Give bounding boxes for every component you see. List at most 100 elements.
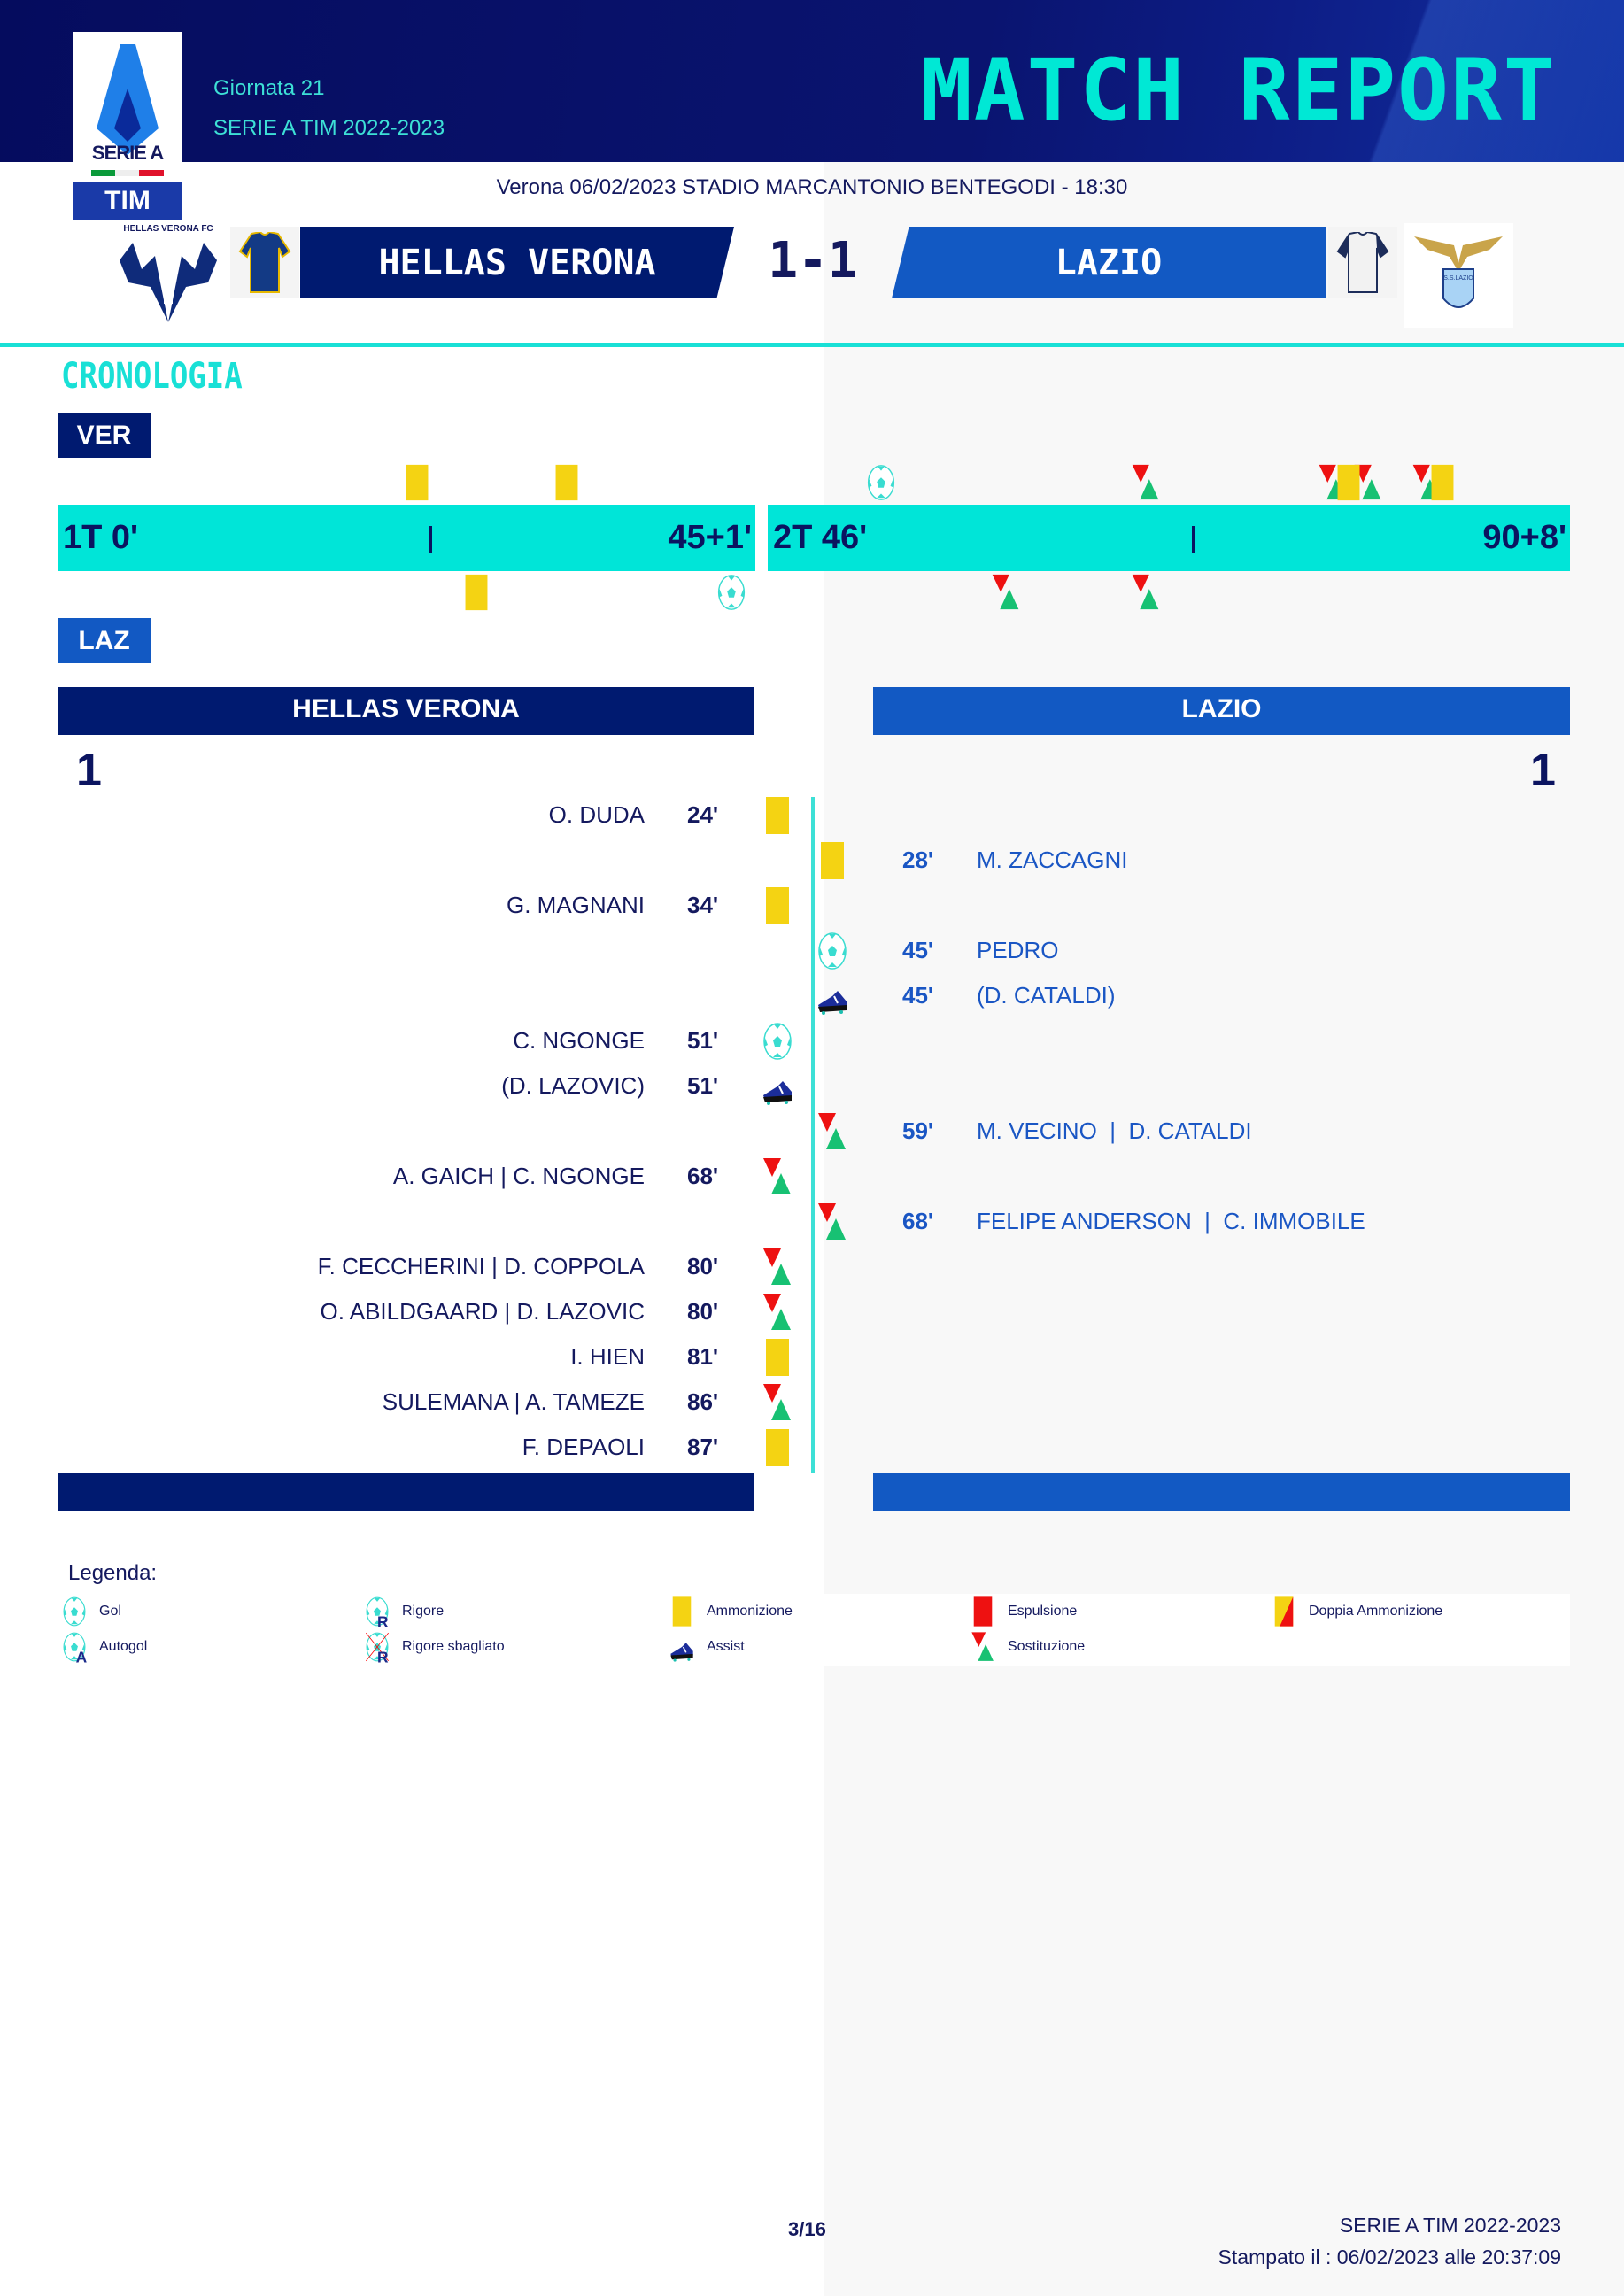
timeline-yellow-card-icon (1331, 462, 1366, 507)
second-half-start-label: 2T 46' (773, 519, 868, 556)
event-player: O. ABILDGAARD | D. LAZOVIC (320, 1298, 645, 1325)
timeline-yellow-card-icon (1425, 462, 1460, 507)
round-label: Giornata 21 (213, 76, 325, 100)
substitution-icon (815, 1201, 850, 1243)
yellow-card-icon (815, 839, 850, 882)
away-goals: 1 (1530, 745, 1556, 796)
red-card-icon (967, 1595, 999, 1628)
home-events-header: HELLAS VERONA (58, 687, 754, 735)
season-label: SERIE A TIM 2022-2023 (213, 116, 445, 140)
legend-item-own-goal: A Autogol (58, 1630, 148, 1666)
legend-label: Assist (707, 1639, 745, 1654)
event-minute: 80' (687, 1298, 719, 1325)
event-minute: 45' (902, 982, 934, 1009)
event-player: (D. LAZOVIC) (501, 1072, 645, 1099)
event-player: A. GAICH | C. NGONGE (392, 1163, 645, 1189)
substitution-icon (760, 1291, 795, 1334)
footer-season: SERIE A TIM 2022-2023 (1339, 2214, 1561, 2237)
home-event-row: A. GAICH | C. NGONGE 68' (0, 1154, 1624, 1199)
substitution-icon (760, 1381, 795, 1424)
event-player: M. VECINO | D. CATALDI (977, 1117, 1252, 1144)
timeline-first-half: 1T 0' 45+1' (58, 505, 755, 571)
home-event-row: F. DEPAOLI 87' (0, 1425, 1624, 1470)
home-team-banner: HELLAS VERONA (300, 227, 734, 298)
match-venue-info: Verona 06/02/2023 STADIO MARCANTONIO BEN… (496, 175, 1128, 199)
section-divider (0, 343, 1624, 347)
home-team-name: HELLAS VERONA (378, 242, 656, 283)
legend-item-sub: Sostituzione (967, 1630, 1085, 1664)
away-team-banner: LAZIO (892, 227, 1326, 298)
first-half-end-label: 45+1' (668, 519, 752, 556)
lazio-eagle-crest-icon: S.S.LAZIO (1414, 236, 1503, 308)
away-event-row: 59' M. VECINO | D. CATALDI (0, 1109, 1624, 1154)
event-player: (D. CATALDI) (977, 982, 1116, 1009)
home-event-row: F. CECCHERINI | D. COPPOLA 80' (0, 1244, 1624, 1289)
penalty-icon: R (361, 1595, 393, 1630)
event-minute: 87' (687, 1434, 719, 1460)
event-minute: 59' (902, 1117, 934, 1144)
home-goals: 1 (76, 745, 102, 796)
event-minute: 68' (902, 1208, 934, 1234)
legend-label: Autogol (99, 1639, 148, 1654)
jersey-icon (1336, 231, 1389, 293)
event-player: O. DUDA (548, 801, 645, 828)
substitution-icon (760, 1156, 795, 1198)
timeline-goal-ball-icon (714, 572, 749, 617)
home-team-tag: VER (58, 413, 151, 458)
home-event-row: (D. LAZOVIC) 51' (0, 1063, 1624, 1109)
second-half-end-label: 90+8' (1482, 519, 1566, 556)
header-decoration (1257, 0, 1624, 162)
event-player: G. MAGNANI (506, 892, 645, 918)
event-player: C. NGONGE (513, 1027, 645, 1054)
timeline-yellow-card-icon (549, 462, 584, 507)
legend-item-red: Espulsione (967, 1595, 1077, 1628)
crest-text: S.S.LAZIO (1443, 275, 1473, 282)
verona-crest-icon (120, 243, 217, 322)
italian-flag (91, 170, 164, 176)
event-minute: 45' (902, 937, 934, 963)
legend-label: Rigore sbagliato (402, 1639, 505, 1654)
final-score: 1-1 (768, 232, 858, 290)
away-jersey (1328, 227, 1397, 298)
double-yellow-card-icon (1268, 1595, 1300, 1628)
jersey-icon (238, 231, 291, 293)
legend-panel (49, 1594, 1570, 1666)
home-event-row: I. HIEN 81' (0, 1334, 1624, 1380)
home-jersey (230, 227, 299, 298)
svg-text:A: A (76, 1648, 88, 1664)
away-events-header: LAZIO (873, 687, 1570, 735)
yellow-card-icon (760, 794, 795, 837)
halfway-tick (429, 526, 432, 553)
legend-label: Rigore (402, 1604, 445, 1619)
event-minute: 34' (687, 892, 719, 918)
events-center-line (811, 797, 815, 1473)
header-band (0, 0, 1624, 162)
assist-boot-icon (760, 1065, 795, 1108)
timeline-substitution-icon (1128, 572, 1164, 617)
legend-item-yellow: Ammonizione (666, 1595, 793, 1628)
away-event-row: 28' M. ZACCAGNI (0, 838, 1624, 883)
page-title: MATCH REPORT (921, 41, 1557, 140)
event-minute: 80' (687, 1253, 719, 1279)
event-minute: 51' (687, 1027, 719, 1054)
event-player: F. DEPAOLI (522, 1434, 645, 1460)
legend-label: Doppia Ammonizione (1309, 1604, 1443, 1619)
halfway-tick (1192, 526, 1195, 553)
event-player: PEDRO (977, 937, 1059, 963)
event-player: I. HIEN (570, 1343, 645, 1370)
home-footer-bar (58, 1473, 754, 1511)
first-half-start-label: 1T 0' (63, 519, 139, 556)
yellow-card-icon (666, 1595, 698, 1628)
goal-ball-icon (815, 930, 850, 972)
footer-printed-date: Stampato il : 06/02/2023 alle 20:37:09 (1218, 2246, 1561, 2269)
away-team-tag: LAZ (58, 618, 151, 663)
event-player: M. ZACCAGNI (977, 847, 1128, 873)
legend-item-assist: Assist (666, 1630, 745, 1664)
timeline-yellow-card-icon (459, 572, 494, 617)
assist-boot-icon (815, 975, 850, 1017)
crest-text: HELLAS VERONA FC (123, 224, 213, 234)
substitution-icon (967, 1630, 999, 1664)
legend-item-double-yellow: Doppia Ammonizione (1268, 1595, 1442, 1628)
assist-boot-icon (666, 1630, 698, 1664)
